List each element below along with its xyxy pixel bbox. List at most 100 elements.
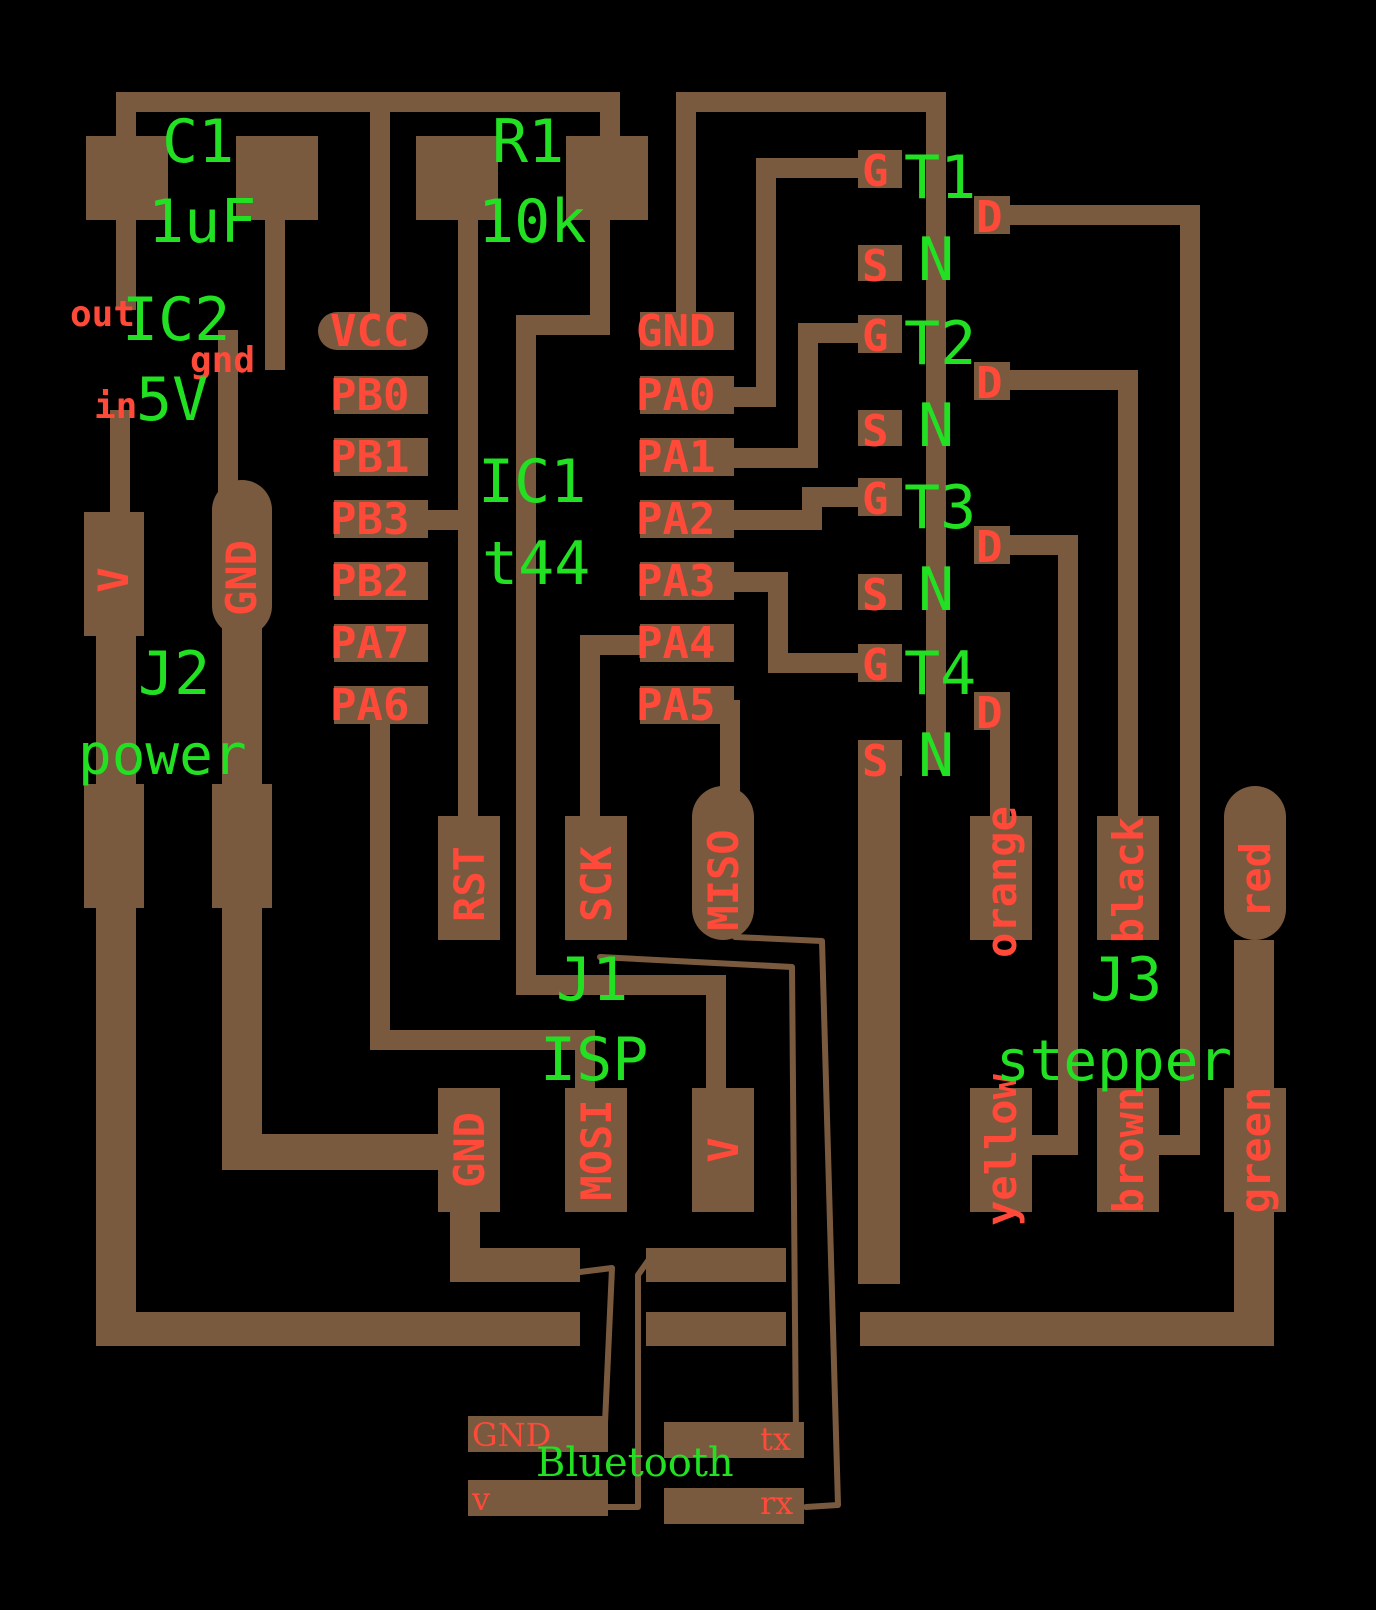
ic1-pad-gnd: [640, 312, 734, 350]
j1-label-miso: MISO: [699, 829, 748, 930]
t4-pad-g: [858, 644, 902, 682]
designators: C1 1uF R1 10k IC2 5V IC1 t44 J2 power J1…: [78, 107, 1232, 1486]
ic2-value: 5V: [136, 365, 208, 435]
t3-pad-g: [858, 478, 902, 516]
j2-label-gnd: GND: [217, 540, 266, 616]
ic1-pad-pa4: [640, 624, 734, 662]
trace-gnd-bottom: [450, 1248, 580, 1282]
bt-pad-gnd: [468, 1416, 608, 1452]
j1-label-rst: RST: [445, 846, 494, 922]
j3-value: stepper: [996, 1029, 1232, 1094]
ic2-label-gnd: gnd: [190, 340, 255, 381]
trace-mosi: [370, 690, 595, 1100]
j1-value: ISP: [540, 1025, 648, 1095]
t2-pad-s: [858, 410, 902, 446]
trace-pa1-g2: [725, 323, 880, 468]
bt-label-rx: rx: [760, 1484, 793, 1522]
t1-n: N: [918, 225, 954, 295]
ic1-pad-pa6: [334, 686, 428, 724]
ic1-label-pb1: PB1: [330, 432, 409, 483]
ic1-pad-pb0: [334, 376, 428, 414]
ic1-label-pa4: PA4: [636, 618, 715, 669]
j3-pad-red: [1224, 786, 1286, 940]
j2-value: power: [78, 723, 247, 788]
ic1-label-pa3: PA3: [636, 556, 715, 607]
trace-d2-black: [990, 370, 1138, 830]
trace-top-bus: [116, 92, 620, 150]
trace-gnd-bus: [676, 92, 946, 770]
j3-label-orange: orange: [977, 806, 1026, 958]
ic1-label-pb0: PB0: [330, 370, 409, 421]
ic1-label-pa2: PA2: [636, 494, 715, 545]
trace-source-gnd: [858, 760, 900, 1284]
t2-label-s: S: [862, 406, 889, 457]
wire-rx: [732, 934, 841, 1510]
trace-d3-yellow: [990, 535, 1078, 1155]
ic1-label-pa7: PA7: [330, 618, 409, 669]
ic1-value: t44: [482, 529, 590, 599]
trace-gnd-bottom-right: [646, 1248, 786, 1282]
bluetooth-label: Bluetooth: [536, 1440, 734, 1486]
wire-tx: [597, 954, 799, 1442]
ic1-pad-pa3: [640, 562, 734, 600]
r1-value: 10k: [478, 187, 586, 257]
c1-pad-1: [86, 136, 168, 220]
ic1-label-pa1: PA1: [636, 432, 715, 483]
t1-pad-d: [974, 196, 1010, 234]
ic2-label-in: in: [94, 386, 137, 427]
t2-label-d: D: [976, 358, 1003, 409]
t4-label-s: S: [862, 736, 889, 787]
t3-n: N: [918, 555, 954, 625]
j3-label-green: green: [1231, 1087, 1280, 1213]
t1-label-d: D: [976, 192, 1003, 243]
trace-bottom-right: [860, 1312, 1274, 1346]
j1-ref: J1: [556, 945, 628, 1015]
bt-pad-rx: [664, 1488, 804, 1524]
bt-pad-tx: [664, 1422, 804, 1458]
t4-label-g: G: [862, 640, 889, 691]
wire-gnd: [577, 1265, 615, 1448]
trace-pa0-g1: [725, 158, 880, 407]
ic1-pad-pb3: [334, 500, 428, 538]
j3-pad-yellow: [970, 1088, 1032, 1212]
ic1-pad-pa2: [640, 500, 734, 538]
j3-pad-green: [1224, 1088, 1286, 1212]
j1-pad-rst: [438, 816, 500, 940]
t4-n: N: [918, 721, 954, 791]
j2-ref: J2: [138, 639, 210, 709]
ic2-label-out: out: [70, 294, 135, 335]
j2-pad-gnd: [212, 480, 272, 636]
ic1-label-pa6: PA6: [330, 680, 409, 731]
t1-pad-g: [858, 150, 902, 188]
ic1-pad-pa7: [334, 624, 428, 662]
ic1-label-pb2: PB2: [330, 556, 409, 607]
j3-label-yellow: yellow: [977, 1073, 1026, 1225]
r1-pad-1: [416, 136, 498, 220]
ic1-pad-pa5: [640, 686, 734, 724]
wire-v: [605, 1255, 653, 1510]
ic1-pad-vcc: [318, 312, 428, 350]
t1-pad-s: [858, 245, 902, 281]
t2-pad-g: [858, 315, 902, 353]
j1-pad-sck: [565, 816, 627, 940]
ic1-ref: IC1: [478, 447, 586, 517]
trace-j2-v: [96, 620, 136, 1345]
t4-ref: T4: [904, 639, 976, 709]
bt-label-v: v: [471, 1480, 490, 1518]
t2-n: N: [918, 391, 954, 461]
t4-pad-s: [858, 740, 902, 776]
j3-label-black: black: [1104, 817, 1153, 943]
c1-pad-2: [236, 136, 318, 220]
copper-pads: [84, 136, 1286, 1524]
ic1-pad-pb2: [334, 562, 428, 600]
copper-traces: [96, 92, 1274, 1510]
trace-sck: [580, 635, 650, 830]
t3-label-s: S: [862, 570, 889, 621]
ic1-pad-pb1: [334, 438, 428, 476]
trace-bottom-left: [96, 1312, 580, 1346]
t4-pad-d: [974, 692, 1010, 730]
j1-label-mosi: MOSI: [572, 1099, 621, 1200]
t2-ref: T2: [904, 309, 976, 379]
c1-ref: C1: [162, 107, 234, 177]
